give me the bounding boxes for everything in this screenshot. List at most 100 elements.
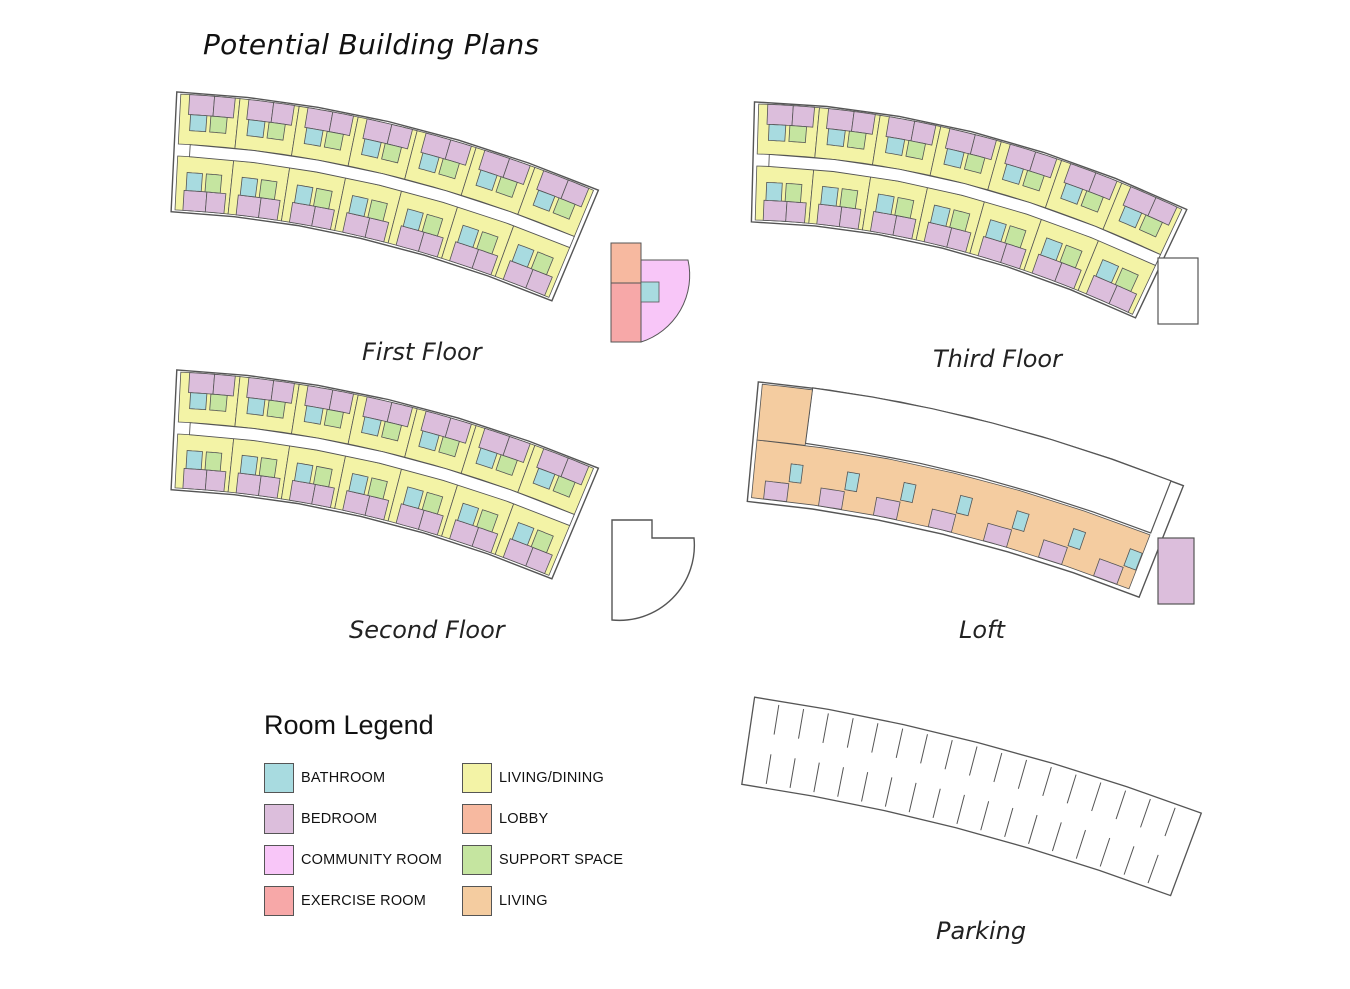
second-floor-plan-bathroom [532, 467, 556, 490]
first-floor-plan-bathroom [185, 172, 203, 192]
third-floor-plan-bathroom [1001, 163, 1024, 185]
second-floor-plan-support-space [367, 477, 388, 500]
first-floor-plan-bedroom [212, 95, 236, 119]
parking-stall-line [871, 723, 879, 753]
third-floor-plan-bedroom [791, 105, 816, 128]
legend-swatch-bedroom [264, 804, 294, 834]
first-floor-plan-bathroom [189, 114, 208, 133]
second-floor-plan [170, 369, 600, 580]
legend-swatch-bathroom [264, 763, 294, 793]
parking-stall-line [1042, 766, 1052, 797]
third-floor-plan-bedroom [851, 111, 876, 135]
first-floor-plan-bathroom [475, 169, 498, 192]
parking-stall-line [980, 801, 990, 831]
second-floor-plan-bathroom [457, 502, 480, 526]
first-floor-plan-support-space [204, 173, 223, 194]
first-floor-plan-bedroom [288, 201, 316, 227]
third-floor-plan-support-space [846, 130, 867, 150]
second-floor-plan-support-space [258, 457, 278, 479]
second-floor-plan-support-space [381, 420, 402, 442]
first-floor-plan-support-space [552, 197, 576, 220]
third-floor-plan-bedroom [785, 201, 807, 224]
first-floor-plan-bathroom [361, 138, 382, 159]
third-floor-plan-bedroom [826, 108, 855, 132]
first-floor-plan-support-space [266, 121, 286, 141]
third-floor-plan-bedroom [816, 203, 843, 228]
parking-stall-line [1099, 837, 1111, 867]
third-floor-plan-support-space [784, 182, 803, 203]
second-floor-plan-bedroom [188, 372, 216, 395]
parking-stall-line [798, 708, 805, 739]
loft-bedroom [927, 508, 957, 533]
loft-living-west [756, 383, 813, 446]
first-floor-plan-bathroom [457, 224, 480, 248]
first-floor-bathroom [640, 281, 660, 303]
first-floor-plan-bedroom [311, 205, 335, 231]
third-floor-plan-bathroom [1118, 205, 1143, 229]
third-floor-plan-support-space [1138, 214, 1163, 238]
first-floor-plan-bathroom [294, 184, 314, 206]
loft-bedroom [1037, 539, 1068, 565]
first-floor-plan-support-space [421, 213, 444, 237]
first-floor-plan-bathroom [246, 119, 266, 138]
third-floor-plan-bathroom [1040, 237, 1063, 262]
second-floor-plan-bathroom [246, 397, 266, 416]
first-floor-plan-support-space [313, 187, 333, 210]
legend-item-community-room: COMMUNITY ROOM [264, 844, 442, 876]
second-floor-plan-bathroom [402, 486, 424, 509]
plan-label-first-floor: First Floor [362, 338, 482, 366]
second-floor-plan-support-space [495, 454, 518, 476]
second-floor-plan-bedroom [235, 472, 262, 497]
legend-swatch-support-space [462, 845, 492, 875]
second-floor-plan-bathroom [511, 521, 535, 546]
first-floor-plan-bathroom [239, 176, 259, 198]
first-floor-plan-bedroom [182, 189, 208, 213]
parking-stall-line [1123, 846, 1135, 875]
parking-stall-line [1004, 807, 1014, 838]
community-room [640, 259, 691, 343]
second-floor-plan-bathroom [303, 405, 324, 425]
parking-stall-line [956, 794, 965, 825]
first-floor-plan-support-space [381, 142, 402, 164]
second-floor-plan-corridor [189, 422, 575, 527]
third-floor-plan-bathroom [985, 219, 1007, 243]
second-floor-plan-bedroom [288, 479, 316, 505]
first-floor-plan-bedroom [270, 102, 295, 126]
first-floor-plan-bedroom [235, 194, 262, 219]
legend-item-exercise-room: EXERCISE ROOM [264, 885, 426, 917]
third-floor-plan-bathroom [943, 148, 965, 169]
first-floor-plan-bathroom [532, 189, 556, 212]
third-floor-plan-bathroom [1060, 182, 1084, 205]
legend-swatch-living-dining [462, 763, 492, 793]
loft-bathroom [1123, 548, 1143, 571]
second-floor-plan-bathroom [348, 473, 369, 495]
third-floor-plan [750, 101, 1188, 319]
loft-bedroom [763, 480, 790, 502]
third-floor-plan-support-space [949, 209, 971, 232]
legend-label-support-space: SUPPORT SPACE [499, 852, 624, 868]
first-floor-plan-support-space [530, 251, 554, 276]
room-legend: BATHROOM BEDROOM COMMUNITY ROOM EXERCISE… [264, 762, 664, 922]
second-floor-plan-support-space [476, 509, 499, 533]
first-floor-plan-bathroom [418, 152, 440, 174]
second-floor-plan-support-space [323, 408, 344, 429]
parking-stall-line [846, 718, 854, 748]
first-floor-amenity-wing [610, 242, 691, 343]
third-floor-plan-bedroom [838, 206, 862, 230]
second-floor-plan-bathroom [361, 416, 382, 437]
second-floor-plan-support-space [438, 436, 460, 458]
parking-outline [741, 696, 1203, 897]
first-floor-plan-support-space [495, 176, 518, 198]
parking-stall-line [837, 767, 844, 797]
first-floor-plan-bedroom [188, 94, 216, 117]
second-floor-wing-outline [611, 519, 696, 622]
first-floor-plan-bedroom [258, 197, 281, 221]
loft-bathroom [788, 463, 804, 484]
loft-bathroom [955, 494, 973, 517]
third-floor-plan-bathroom [767, 123, 787, 142]
second-floor-plan-support-space [204, 451, 223, 472]
parking-plan [741, 696, 1203, 897]
parking-stall-line [1147, 854, 1159, 884]
second-floor-plan-bedroom [182, 467, 208, 491]
third-floor-plan-support-space [1080, 190, 1104, 213]
